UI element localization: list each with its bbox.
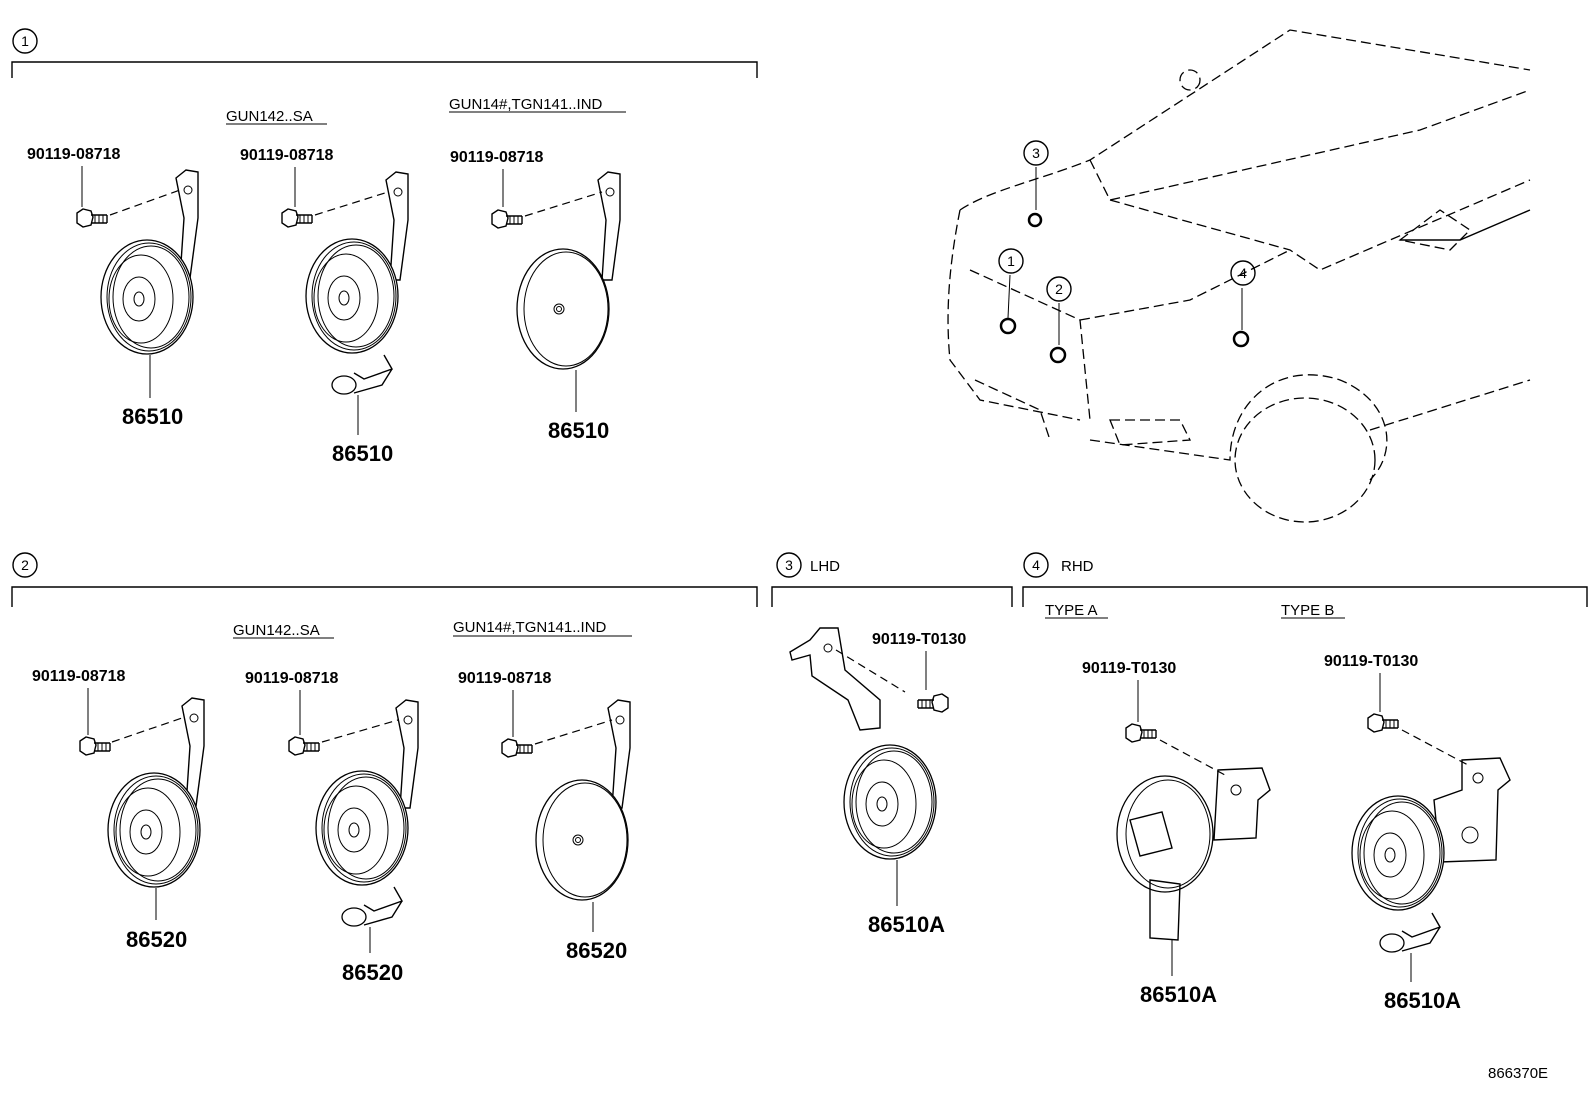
s4-type-b-connector: [1379, 912, 1441, 953]
s2-part-number-3: 86520: [566, 938, 627, 963]
s4-type-a-part-number: 86510A: [1140, 982, 1217, 1007]
vehicle-marker-2: 2: [1055, 281, 1063, 297]
s2-variant-label-gun14-tgn141: GUN14#,TGN141..IND: [453, 619, 607, 636]
s4-type-a-horn: [1116, 775, 1214, 893]
section-4-marker: 4: [1032, 557, 1040, 573]
s2-bolt-3: [501, 738, 533, 758]
section-2-marker: 2: [21, 557, 29, 573]
s4-type-b-part-number: 86510A: [1384, 988, 1461, 1013]
section-4-bracket-line: [1022, 586, 1588, 607]
s1-bracket-3: [597, 171, 621, 281]
s2-bolt-1: [79, 736, 111, 756]
section-4-rhd: 4 RHD TYPE A TYPE B 90119-T0130 86510A 9…: [1022, 552, 1588, 1013]
vehicle-horn-location-2: [1049, 346, 1067, 364]
diagram-id: 866370E: [1488, 1065, 1548, 1082]
section-1-marker-circle: [12, 28, 38, 54]
vehicle-marker-3: 3: [1032, 145, 1040, 161]
s1-variant-label-gun142-sa: GUN142..SA: [226, 108, 313, 125]
s2-bolt-2: [288, 736, 320, 756]
section-1-marker: 1: [21, 33, 29, 49]
s4-type-a-bolt: [1125, 723, 1157, 743]
section-4-label: RHD: [1061, 558, 1094, 575]
section-3-lhd: 3 LHD 90119-T0130 86510A: [771, 552, 1013, 937]
s4-type-a-label: TYPE A: [1045, 602, 1098, 619]
section-3-label: LHD: [810, 558, 840, 575]
s2-bracket-3: [607, 699, 631, 809]
s1-bolt-number-2: 90119-08718: [240, 147, 334, 164]
s2-bolt-number-3: 90119-08718: [458, 670, 552, 687]
s2-bolt-number-1: 90119-08718: [32, 668, 126, 685]
section-3-bracket-line: [771, 586, 1013, 607]
s1-horn-3: [516, 248, 610, 370]
s4-type-a-bracket: [1213, 767, 1271, 841]
s4-type-b-bolt-number: 90119-T0130: [1324, 653, 1418, 670]
vehicle-marker-1: 1: [1007, 253, 1015, 269]
s2-horn-2: [315, 770, 409, 886]
section-1-bracket-line: [11, 61, 758, 78]
s1-bolt-2: [281, 208, 313, 228]
s3-bolt: [917, 693, 949, 713]
s1-variant-label-gun14-tgn141: GUN14#,TGN141..IND: [449, 96, 603, 113]
s1-horn-2: [305, 238, 399, 354]
s1-bolt-1: [76, 208, 108, 228]
s1-connector-2: [331, 354, 393, 395]
s2-part-number-1: 86520: [126, 927, 187, 952]
s1-bolt-number-1: 90119-08718: [27, 146, 121, 163]
s1-bolt-3: [491, 209, 523, 229]
vehicle-horn-location-4: [1232, 330, 1250, 348]
vehicle-marker-4: 4: [1239, 265, 1247, 281]
s4-type-a-bolt-number: 90119-T0130: [1082, 660, 1176, 677]
s2-horn-1: [107, 772, 201, 888]
s3-bracket: [789, 627, 881, 731]
s3-bolt-number: 90119-T0130: [872, 631, 966, 648]
s2-horn-3: [535, 779, 629, 901]
s1-part-number-1: 86510: [122, 404, 183, 429]
vehicle-horn-location-1: [999, 317, 1017, 335]
s2-bracket-2: [395, 699, 419, 809]
s2-connector-2: [341, 886, 403, 927]
s1-bolt-number-3: 90119-08718: [450, 149, 544, 166]
section-2: 2 GUN142..SA GUN14#,TGN141..IND 90119-08…: [11, 552, 758, 985]
s4-type-b-horn: [1351, 795, 1445, 911]
s4-type-b-bolt: [1367, 713, 1399, 733]
s2-variant-label-gun142-sa: GUN142..SA: [233, 622, 320, 639]
s2-bolt-number-2: 90119-08718: [245, 670, 339, 687]
section-1: 1 GUN142..SA GUN14#,TGN141..IND 90119-08…: [11, 28, 758, 466]
s1-horn-1: [100, 239, 194, 355]
vehicle-horn-location-3: [1027, 212, 1043, 228]
s3-horn: [843, 744, 937, 860]
vehicle-front-view: 3 1 2 4: [947, 29, 1531, 523]
s3-part-number: 86510A: [868, 912, 945, 937]
section-3-marker: 3: [785, 557, 793, 573]
s4-type-b-bracket: [1433, 757, 1511, 863]
section-2-bracket-line: [11, 586, 758, 607]
s4-type-b-label: TYPE B: [1281, 602, 1334, 619]
s1-part-number-2: 86510: [332, 441, 393, 466]
s1-part-number-3: 86510: [548, 418, 609, 443]
s2-part-number-2: 86520: [342, 960, 403, 985]
